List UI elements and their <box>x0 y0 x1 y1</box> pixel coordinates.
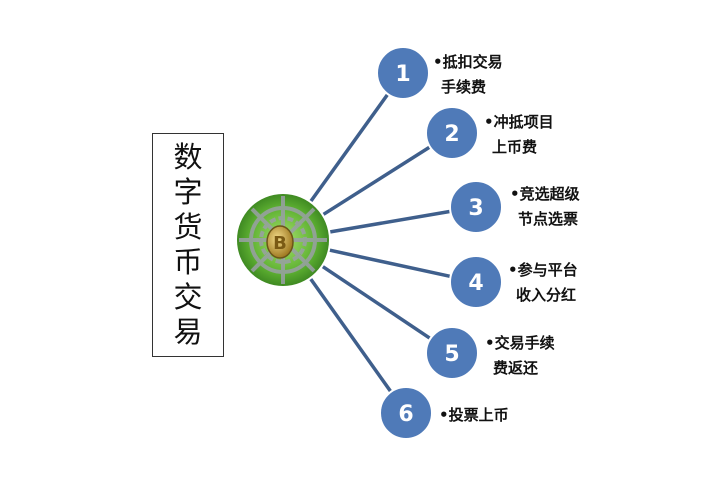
node-5: 5 <box>425 326 479 380</box>
connector-line-4 <box>329 248 451 279</box>
node-label-4: •参与平台收入分红 <box>508 258 578 308</box>
label-line-2: 收入分红 <box>516 286 577 304</box>
title-char: 字 <box>173 175 203 209</box>
node-circle <box>425 106 479 160</box>
label-line-1: •竞选超级 <box>510 185 580 203</box>
node-label-6: •投票上币 <box>439 403 509 428</box>
node-number: 1 <box>395 62 410 87</box>
node-label-1: •抵扣交易手续费 <box>433 50 503 100</box>
node-label-2: •冲抵项目上币费 <box>484 110 554 160</box>
label-line-1: •抵扣交易 <box>433 53 503 71</box>
node-circle <box>425 326 479 380</box>
node-number: 4 <box>468 271 483 296</box>
connector-line-6 <box>309 278 393 393</box>
node-circle <box>449 180 503 234</box>
node-number: 5 <box>444 342 459 367</box>
label-line-2: 上币费 <box>492 138 538 156</box>
label-line-1: •参与平台 <box>508 261 578 279</box>
node-circle <box>379 386 433 440</box>
hub: B <box>237 194 329 286</box>
connector-line-2 <box>322 145 431 216</box>
node-6: 6 <box>379 386 433 440</box>
node-label-5: •交易手续费返还 <box>485 331 555 381</box>
title-char: 货 <box>173 210 203 244</box>
bitcoin-icon <box>266 225 294 259</box>
title-char: 交 <box>173 280 203 314</box>
title-char: 数 <box>173 140 203 174</box>
label-line-2: 节点选票 <box>518 210 579 228</box>
node-3: 3 <box>449 180 503 234</box>
node-2: 2 <box>425 106 479 160</box>
title-char: 币 <box>173 245 203 279</box>
label-line-2: 费返还 <box>493 359 539 377</box>
node-label-3: •竞选超级节点选票 <box>510 182 580 232</box>
node-circle <box>449 255 503 309</box>
title-char: 易 <box>173 315 203 349</box>
node-number: 6 <box>398 402 413 427</box>
label-line-2: 手续费 <box>441 78 487 96</box>
node-4: 4 <box>449 255 503 309</box>
label-line-1: •冲抵项目 <box>484 113 554 131</box>
connector-line-1 <box>309 93 390 203</box>
node-number: 2 <box>444 122 459 147</box>
label-line-1: •投票上币 <box>439 406 509 424</box>
connector-line-5 <box>321 265 432 341</box>
connector-line-3 <box>330 209 451 234</box>
node-circle <box>376 46 430 100</box>
node-1: 1 <box>376 46 430 100</box>
node-number: 3 <box>468 196 483 221</box>
label-line-1: •交易手续 <box>485 334 555 352</box>
title-box: 数字货币交易 <box>152 133 224 357</box>
svg-text:B: B <box>273 233 287 254</box>
